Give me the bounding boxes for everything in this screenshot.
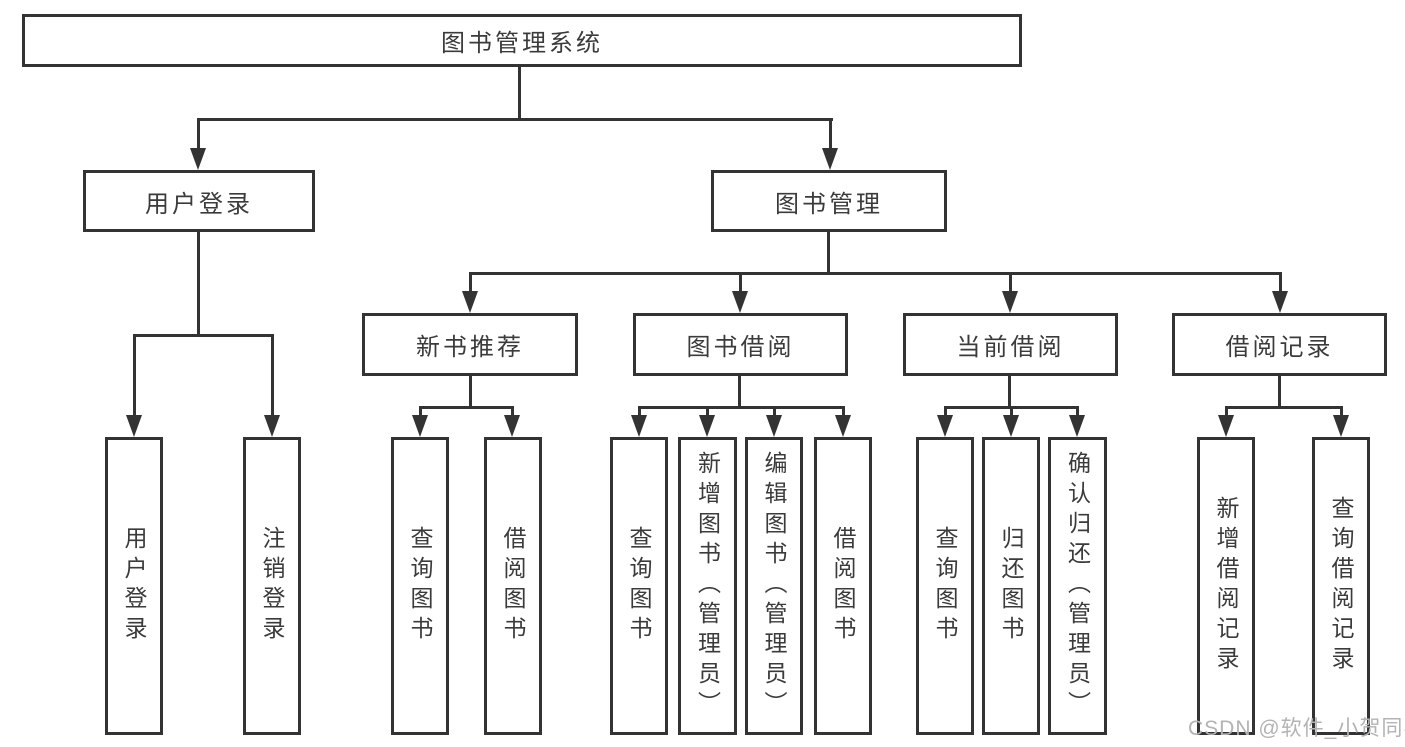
node-user-login-group: 用户登录 xyxy=(83,170,315,232)
node-user-login: 用户登录 xyxy=(105,437,163,735)
arrowhead-down-icon xyxy=(504,415,520,437)
arrowhead-down-icon xyxy=(822,148,838,170)
arrowhead-down-icon xyxy=(631,415,647,437)
arrowhead-down-icon xyxy=(937,415,953,437)
node-library-management-system: 图书管理系统 xyxy=(22,14,1022,67)
connector xyxy=(133,334,274,337)
connector xyxy=(827,232,830,274)
watermark: CSDN @软件_小贺同学 xyxy=(1188,717,1405,740)
connector xyxy=(1340,406,1343,420)
connector xyxy=(739,272,742,296)
arrowhead-down-icon xyxy=(766,415,782,437)
arrowhead-down-icon xyxy=(264,415,280,437)
node-borrow-books-recommend: 借阅图书 xyxy=(484,437,542,735)
arrowhead-down-icon xyxy=(1272,291,1288,313)
node-new-book-recommend: 新书推荐 xyxy=(362,313,578,376)
connector xyxy=(829,118,832,152)
connector xyxy=(271,334,274,418)
arrowhead-down-icon xyxy=(835,415,851,437)
connector xyxy=(197,118,200,152)
connector xyxy=(638,406,641,420)
connector xyxy=(1008,376,1011,407)
node-logout: 注销登录 xyxy=(243,437,301,735)
node-return-books: 归还图书 xyxy=(982,437,1040,735)
connector xyxy=(197,118,833,121)
connector xyxy=(638,406,845,409)
arrowhead-down-icon xyxy=(1333,415,1349,437)
arrowhead-down-icon xyxy=(732,291,748,313)
arrowhead-down-icon xyxy=(1002,291,1018,313)
node-book-management: 图书管理 xyxy=(711,170,947,232)
arrowhead-down-icon xyxy=(699,415,715,437)
node-add-borrow-record: 新增借阅记录 xyxy=(1197,437,1255,735)
connector xyxy=(1278,376,1281,407)
connector xyxy=(738,376,741,407)
connector xyxy=(1279,272,1282,296)
arrowhead-down-icon xyxy=(1003,415,1019,437)
connector xyxy=(1225,406,1228,420)
connector xyxy=(197,232,200,336)
connector xyxy=(1076,406,1079,420)
arrowhead-down-icon xyxy=(126,415,142,437)
connector xyxy=(773,406,776,420)
node-query-books-recommend: 查询图书 xyxy=(391,437,449,735)
node-borrow-books: 借阅图书 xyxy=(814,437,872,735)
node-query-books-borrow: 查询图书 xyxy=(610,437,668,735)
node-edit-book-admin: 编辑图书（管理员） xyxy=(745,437,803,735)
node-query-books-current: 查询图书 xyxy=(916,437,974,735)
arrowhead-down-icon xyxy=(462,291,478,313)
arrowhead-down-icon xyxy=(190,148,206,170)
connector xyxy=(944,406,947,420)
connector xyxy=(419,406,422,420)
connector xyxy=(511,406,514,420)
node-borrow-records: 借阅记录 xyxy=(1172,313,1387,376)
node-add-book-admin: 新增图书（管理员） xyxy=(678,437,737,735)
connector xyxy=(842,406,845,420)
connector xyxy=(518,66,521,119)
arrowhead-down-icon xyxy=(1218,415,1234,437)
connector xyxy=(133,334,136,418)
node-current-borrow: 当前借阅 xyxy=(903,313,1118,376)
connector xyxy=(1009,272,1012,296)
connector xyxy=(469,272,1282,275)
connector xyxy=(1225,406,1343,409)
node-book-borrow: 图书借阅 xyxy=(633,313,848,376)
connector xyxy=(469,272,472,296)
arrowhead-down-icon xyxy=(1069,415,1085,437)
node-query-borrow-record: 查询借阅记录 xyxy=(1312,437,1370,735)
connector xyxy=(1010,406,1013,420)
connector xyxy=(419,406,514,409)
connector xyxy=(706,406,709,420)
node-confirm-return-admin: 确认归还（管理员） xyxy=(1048,437,1107,735)
connector xyxy=(469,376,472,407)
arrowhead-down-icon xyxy=(412,415,428,437)
